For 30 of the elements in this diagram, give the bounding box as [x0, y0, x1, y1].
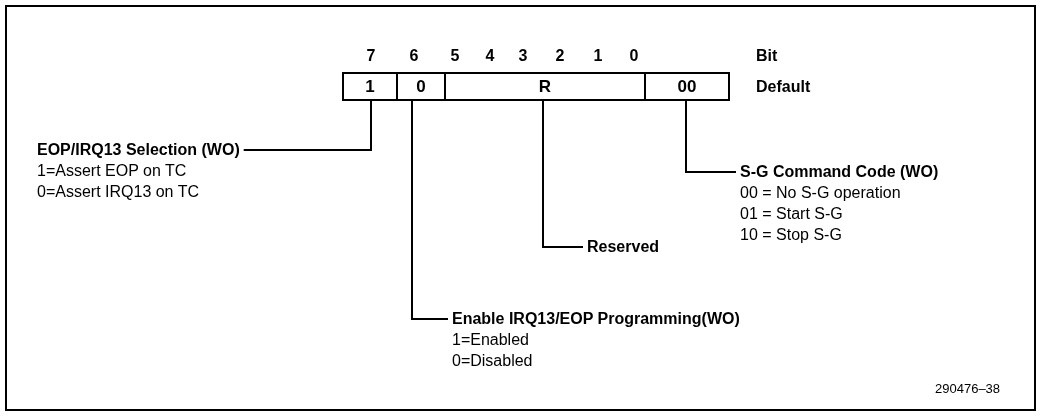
register-field: 00: [644, 72, 730, 101]
bit-number: 7: [366, 46, 376, 66]
bit-number: 1: [593, 46, 603, 66]
bit-number: 3: [518, 46, 528, 66]
bit-number: 0: [629, 46, 639, 66]
row-label: Default: [756, 77, 811, 97]
bit-number: 2: [555, 46, 565, 66]
field-value: 01 = Start S-G: [740, 204, 844, 224]
bit-number: 4: [485, 46, 495, 66]
field-title: EOP/IRQ13 Selection (WO): [37, 140, 240, 160]
leader-line: [242, 100, 372, 151]
field-value: 00 = No S-G operation: [740, 183, 902, 203]
register-field: 1: [342, 72, 398, 101]
field-title: S-G Command Code (WO): [740, 162, 939, 182]
bit-number: 5: [450, 46, 460, 66]
field-title: Reserved: [587, 237, 660, 257]
register-field: 0: [396, 72, 446, 101]
leader-line: [411, 100, 449, 320]
leader-line: [542, 100, 584, 248]
register-field: R: [444, 72, 646, 101]
field-value: 0=Disabled: [452, 351, 534, 371]
field-value: 1=Assert EOP on TC: [37, 161, 188, 181]
leader-line: [685, 100, 737, 173]
figure-number: 290476–38: [935, 380, 1001, 398]
field-value: 10 = Stop S-G: [740, 225, 843, 245]
bit-number: 6: [409, 46, 419, 66]
row-label: Bit: [756, 46, 778, 66]
field-value: 1=Enabled: [452, 330, 530, 350]
field-title: Enable IRQ13/EOP Programming(WO): [452, 309, 740, 329]
field-value: 0=Assert IRQ13 on TC: [37, 182, 200, 202]
